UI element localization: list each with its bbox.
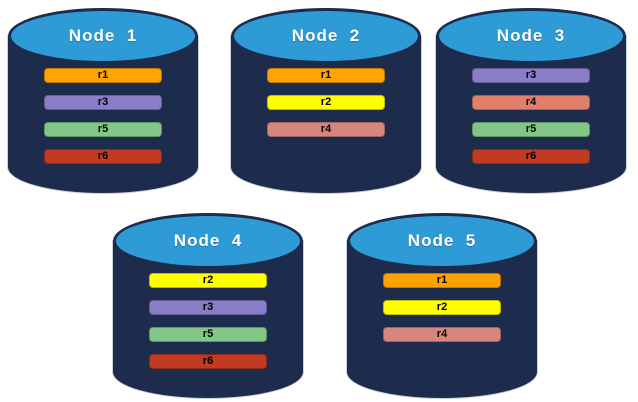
replica-bar-r6: r6 bbox=[472, 149, 590, 164]
replica-label: r4 bbox=[525, 96, 537, 108]
replica-label: r5 bbox=[202, 328, 214, 340]
cylinder-top: Node 4 bbox=[113, 213, 303, 269]
node-title: Node 1 bbox=[68, 26, 138, 45]
node-title: Node 4 bbox=[173, 231, 243, 250]
node-4-cylinder: Node 4 r2 r3 r5 r6 bbox=[113, 213, 303, 398]
node-title: Node 2 bbox=[291, 26, 361, 45]
cylinder-top: Node 1 bbox=[8, 8, 198, 64]
replica-label: r3 bbox=[202, 301, 214, 313]
cylinder-top: Node 5 bbox=[347, 213, 537, 269]
replica-label: r6 bbox=[525, 150, 537, 162]
replica-bar-r1: r1 bbox=[44, 68, 162, 83]
replica-bar-r5: r5 bbox=[44, 122, 162, 137]
replica-bar-r4: r4 bbox=[383, 327, 501, 342]
replica-label: r5 bbox=[97, 123, 109, 135]
node-title: Node 3 bbox=[496, 26, 566, 45]
replica-label: r2 bbox=[202, 274, 214, 286]
replica-list: r1 r2 r4 bbox=[231, 68, 421, 137]
node-title: Node 5 bbox=[407, 231, 477, 250]
replica-list: r3 r4 r5 r6 bbox=[436, 68, 626, 164]
replica-bar-r6: r6 bbox=[44, 149, 162, 164]
replica-bar-r3: r3 bbox=[44, 95, 162, 110]
replica-label: r6 bbox=[202, 355, 214, 367]
replica-bar-r1: r1 bbox=[267, 68, 385, 83]
replica-label: r1 bbox=[320, 69, 332, 81]
replica-label: r2 bbox=[436, 301, 448, 313]
node-5-cylinder: Node 5 r1 r2 r4 bbox=[347, 213, 537, 398]
replica-bar-r5: r5 bbox=[149, 327, 267, 342]
replica-bar-r2: r2 bbox=[267, 95, 385, 110]
replica-bar-r6: r6 bbox=[149, 354, 267, 369]
replica-bar-r5: r5 bbox=[472, 122, 590, 137]
replica-label: r1 bbox=[97, 69, 109, 81]
node-2-cylinder: Node 2 r1 r2 r4 bbox=[231, 8, 421, 193]
replica-bar-r1: r1 bbox=[383, 273, 501, 288]
replica-bar-r2: r2 bbox=[149, 273, 267, 288]
replica-label: r4 bbox=[436, 328, 448, 340]
replica-bar-r4: r4 bbox=[472, 95, 590, 110]
replica-list: r1 r2 r4 bbox=[347, 273, 537, 342]
replica-label: r1 bbox=[436, 274, 448, 286]
node-1-cylinder: Node 1 r1 r3 r5 r6 bbox=[8, 8, 198, 193]
replica-label: r5 bbox=[525, 123, 537, 135]
replica-list: r1 r3 r5 r6 bbox=[8, 68, 198, 164]
replica-bar-r3: r3 bbox=[149, 300, 267, 315]
cylinder-top: Node 2 bbox=[231, 8, 421, 64]
node-3-cylinder: Node 3 r3 r4 r5 r6 bbox=[436, 8, 626, 193]
replica-bar-r4: r4 bbox=[267, 122, 385, 137]
replica-label: r3 bbox=[525, 69, 537, 81]
replica-label: r6 bbox=[97, 150, 109, 162]
replica-label: r2 bbox=[320, 96, 332, 108]
replica-list: r2 r3 r5 r6 bbox=[113, 273, 303, 369]
replica-bar-r2: r2 bbox=[383, 300, 501, 315]
replica-bar-r3: r3 bbox=[472, 68, 590, 83]
cylinder-top: Node 3 bbox=[436, 8, 626, 64]
replica-label: r3 bbox=[97, 96, 109, 108]
replica-label: r4 bbox=[320, 123, 332, 135]
